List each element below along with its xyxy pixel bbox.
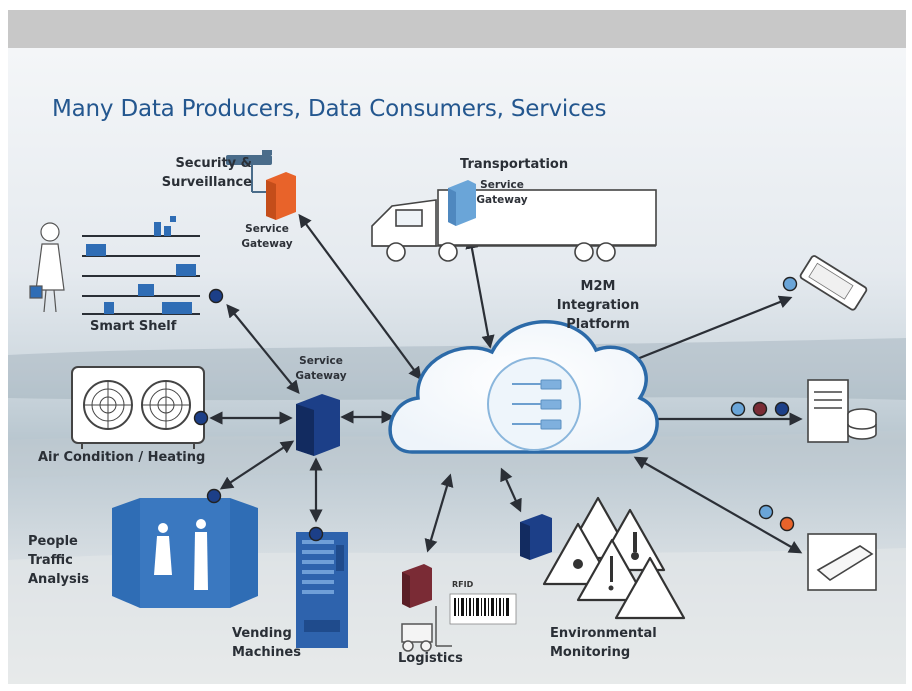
label-air-condition: Air Condition / Heating <box>38 450 206 465</box>
gateway-security-icon <box>266 172 296 220</box>
laptop-icon <box>807 533 877 591</box>
data-dots <box>193 276 798 542</box>
arrow-platform-phone <box>619 295 793 368</box>
label-gateway-transport: Service Gateway <box>476 179 528 206</box>
label-vending: Vending Machines <box>232 626 301 660</box>
truck-icon <box>371 189 657 262</box>
label-logistics: Logistics <box>398 651 463 666</box>
gateway-env-icon <box>520 514 552 560</box>
server-icon <box>807 379 877 443</box>
label-security: Security & Surveillance <box>161 156 252 190</box>
label-gateway-security: Service Gateway <box>241 223 293 250</box>
connections <box>209 213 803 554</box>
arrow-platform-logistics <box>424 473 454 553</box>
label-rfid: RFID <box>452 580 474 589</box>
door-people-icon <box>112 498 258 608</box>
arrow-platform-env <box>500 467 522 513</box>
label-people-traffic: People Traffic Analysis <box>28 534 89 587</box>
crate-icon <box>402 564 432 608</box>
page-title: Many Data Producers, Data Consumers, Ser… <box>52 96 607 122</box>
ac-unit-icon <box>71 366 205 449</box>
arrow-shelf-gateway <box>226 303 300 395</box>
barcode-icon <box>449 593 517 625</box>
vending-machine-icon <box>296 532 348 648</box>
gateway-transport-icon <box>448 180 476 226</box>
label-platform: M2M Integration Platform <box>556 279 640 332</box>
arrow-platform-laptop <box>633 456 803 554</box>
camera-icon <box>226 150 272 193</box>
label-gateway-center: Service Gateway <box>295 355 347 382</box>
arrow-security-platform <box>298 213 422 381</box>
shopper-icon <box>29 222 65 313</box>
phone-icon <box>799 255 868 311</box>
label-smart-shelf: Smart Shelf <box>90 319 177 334</box>
shelf-icon <box>82 216 200 315</box>
forklift-icon <box>401 606 452 652</box>
arrow-transport-platform <box>465 235 495 349</box>
label-environmental: Environmental Monitoring <box>550 626 657 660</box>
label-transportation: Transportation <box>460 157 569 172</box>
warning-signs-icon <box>542 496 686 620</box>
gateway-center-icon <box>296 394 340 456</box>
arrow-people-gateway <box>219 440 295 490</box>
cloud-icon <box>388 320 659 454</box>
